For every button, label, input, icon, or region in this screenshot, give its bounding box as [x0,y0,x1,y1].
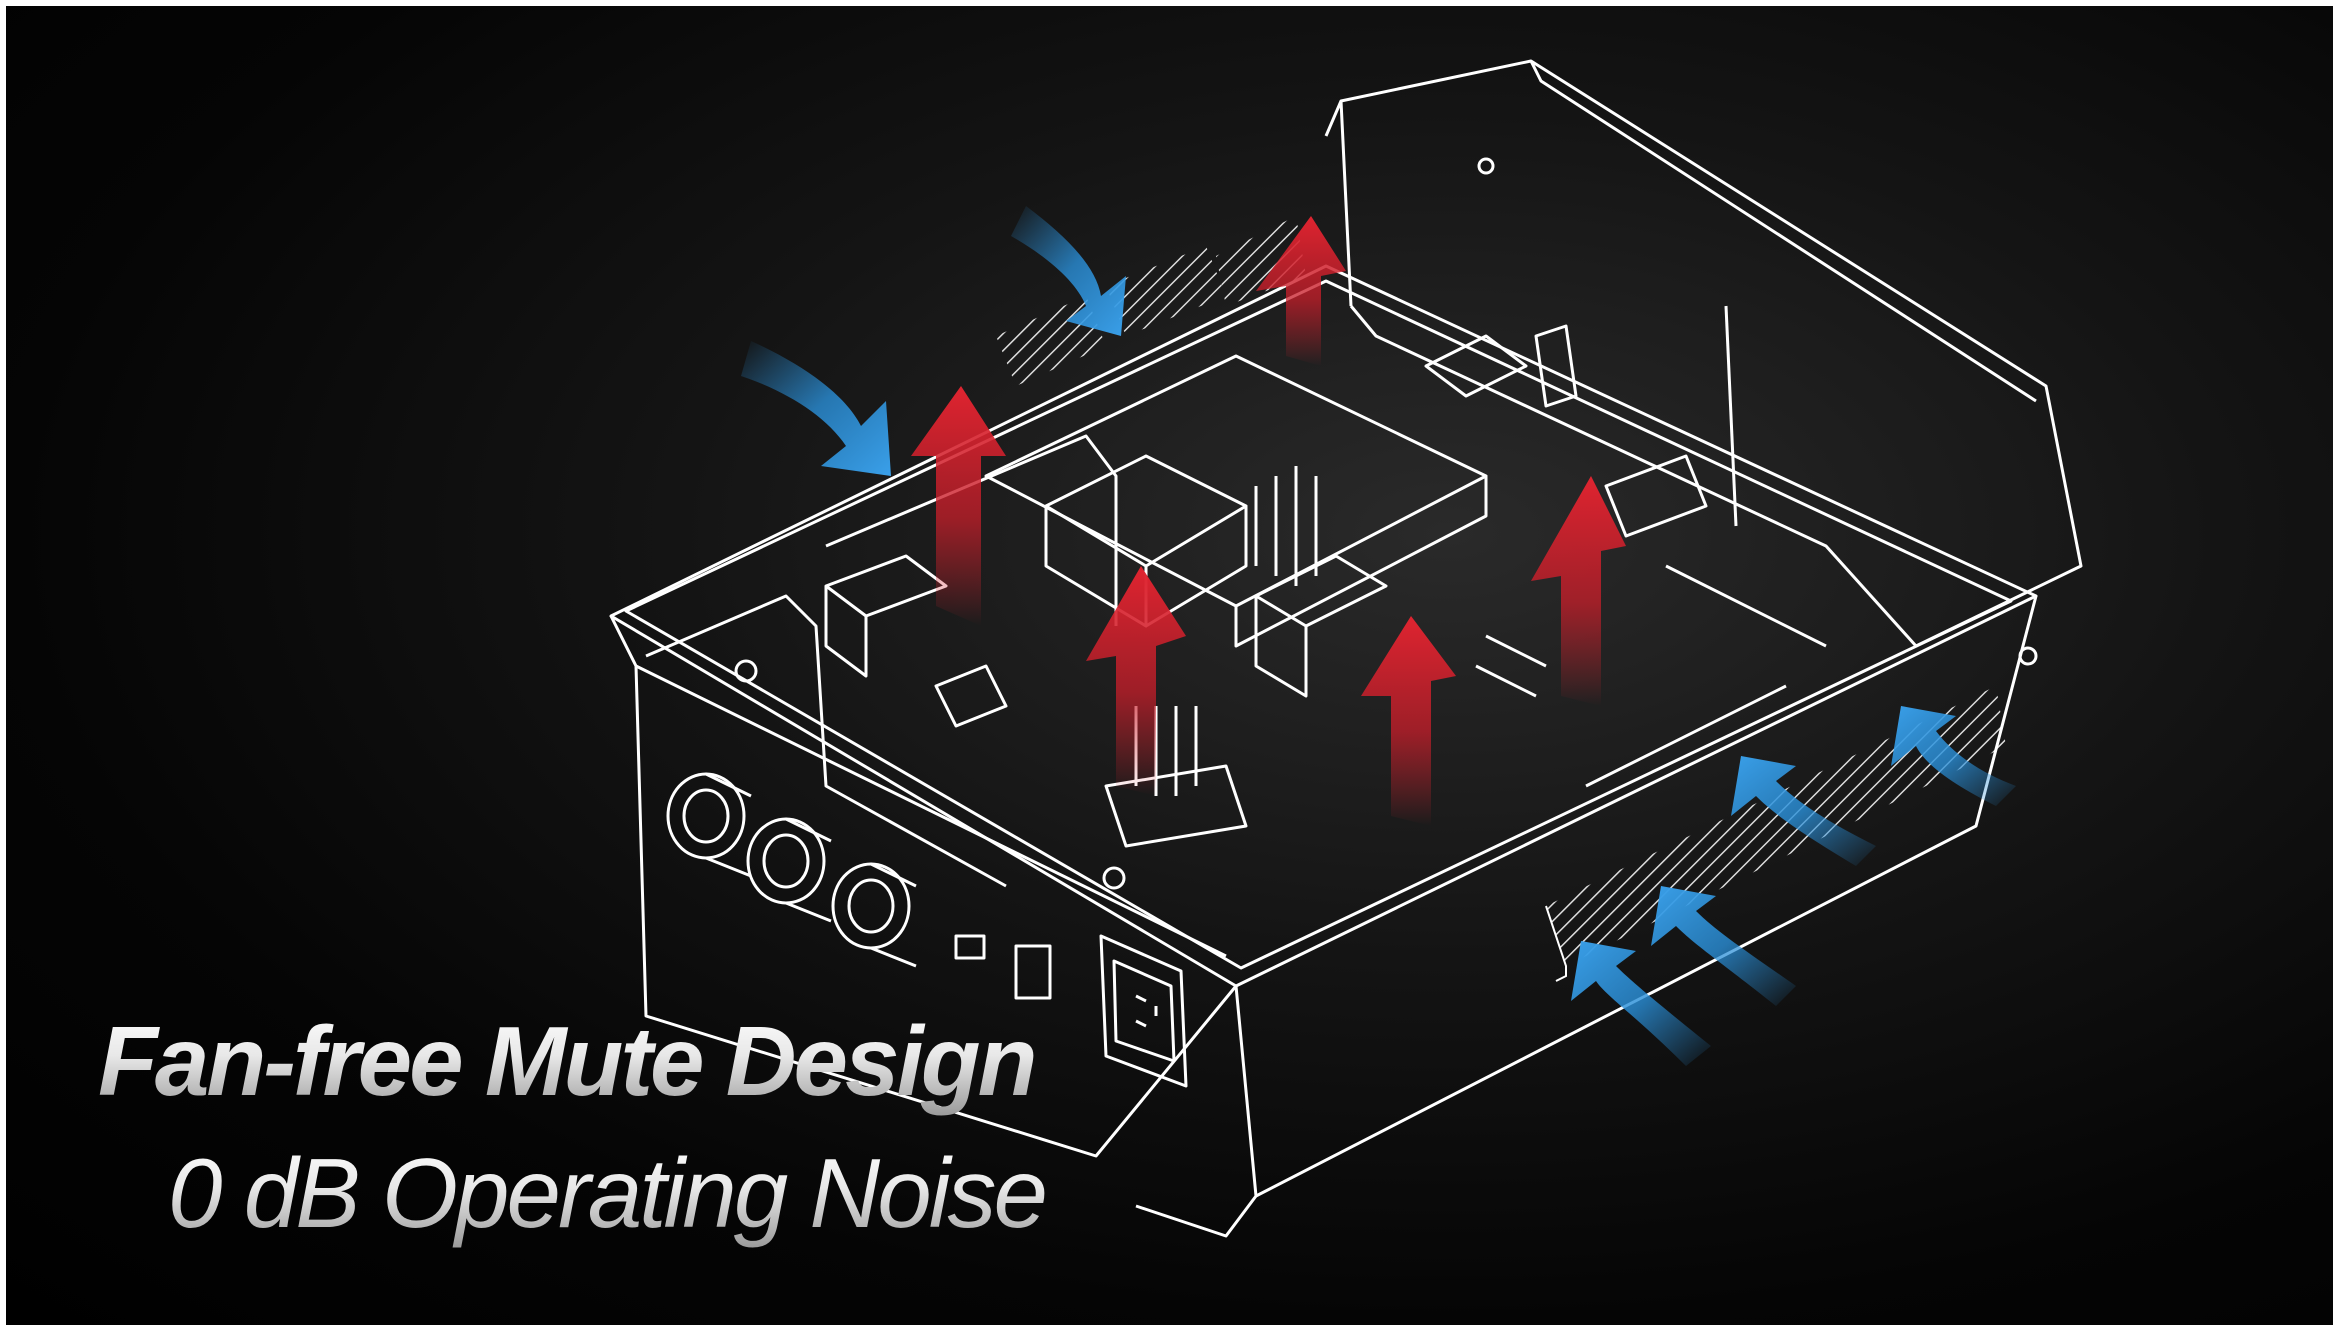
cool-air-arrow [1651,886,1796,1006]
cool-air-arrow [1011,206,1126,336]
cool-air-arrow [1571,941,1711,1066]
chassis-outline [609,59,2083,1238]
hot-air-arrow [1256,216,1346,366]
headline-line-1: Fan-free Mute Design [98,1006,1037,1116]
hero-banner: Fan-free Mute Design 0 dB Operating Nois… [6,6,2333,1325]
hot-air-arrows [911,216,1626,826]
cool-air-arrow [741,341,891,476]
cool-air-arrow [1731,756,1876,866]
cool-air-arrow [1891,706,2016,806]
hot-air-arrow [1086,566,1186,796]
headline-line-2: 0 dB Operating Noise [168,1138,1048,1248]
chassis-illustration [609,59,2083,1238]
hot-air-arrow [1531,476,1626,706]
hot-air-arrow [1361,616,1456,826]
cool-air-arrows [741,206,2016,1066]
hot-air-arrow [911,386,1006,626]
